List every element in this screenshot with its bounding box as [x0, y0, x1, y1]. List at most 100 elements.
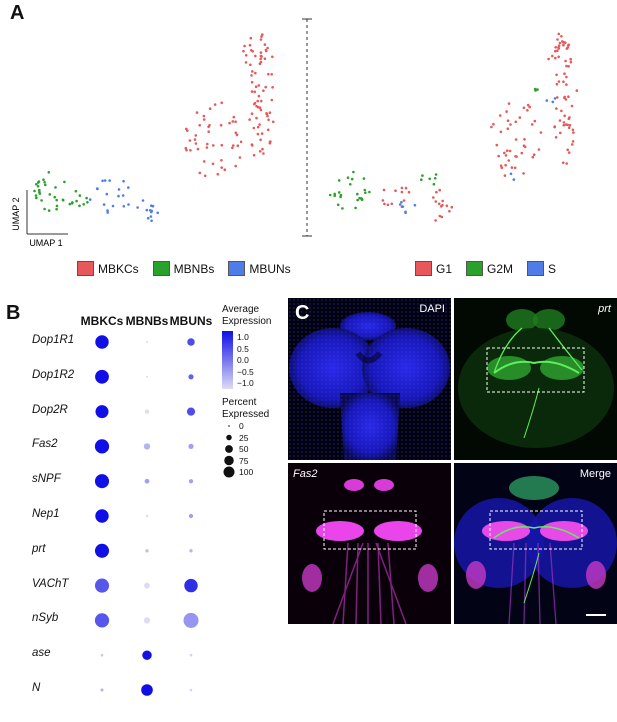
dotplot-dot: [144, 582, 150, 589]
umap-point: [108, 179, 111, 182]
umap-point: [194, 142, 198, 145]
umap-point: [557, 55, 560, 59]
percent-legend-dot: [226, 434, 232, 441]
percent-legend-dot: [224, 455, 234, 466]
umap-point: [356, 198, 359, 202]
umap-point: [184, 146, 188, 150]
umap-point: [341, 207, 344, 210]
umap-point: [253, 90, 257, 94]
legend-item-mbkcs: MBKCs: [77, 261, 139, 276]
dotplot-dot: [94, 439, 110, 454]
umap-point: [560, 35, 563, 38]
umap-point: [356, 192, 359, 196]
umap-point: [106, 211, 109, 214]
umap-point: [498, 114, 502, 117]
umap-point: [196, 147, 200, 151]
umap-point: [556, 38, 559, 41]
dotplot-dot: [145, 340, 149, 344]
umap-point: [259, 38, 263, 41]
dotplot-dot: [189, 549, 193, 553]
dotplot-dot: [145, 549, 149, 553]
percent-ticks: 0 25 50 75 100: [239, 421, 254, 477]
umap-point: [232, 144, 235, 147]
umap-point: [102, 203, 106, 206]
umap-point: [262, 152, 265, 155]
umap-point: [68, 202, 72, 206]
umap-point: [150, 219, 153, 223]
umap-point: [566, 148, 569, 152]
umap-point: [156, 211, 159, 215]
umap-point: [557, 32, 561, 36]
umap-point: [520, 151, 524, 155]
umap-point: [507, 159, 511, 162]
umap-point: [256, 99, 260, 103]
umap-point: [382, 188, 386, 192]
umap-point: [569, 60, 573, 64]
umap-point: [61, 198, 65, 202]
umap-point: [558, 119, 562, 122]
expression-colorbar: [222, 331, 233, 389]
umap-point: [569, 57, 572, 61]
umap-point: [450, 205, 454, 209]
swatch-g1: [415, 261, 432, 276]
umap-point: [213, 103, 217, 106]
umap-point: [266, 46, 269, 50]
umap-point: [360, 197, 364, 201]
swatch-g2m: [466, 261, 484, 276]
umap-point: [86, 201, 89, 204]
umap-point: [445, 204, 449, 208]
dotplot-dot: [144, 409, 150, 414]
umap-point: [208, 107, 212, 110]
umap-point: [562, 40, 565, 44]
umap-point: [352, 170, 355, 174]
umap-point: [571, 128, 575, 132]
microscopy-grid: DAPI prt Fas2: [288, 298, 617, 624]
panel-label-b: B: [6, 302, 21, 324]
umap-point: [400, 186, 404, 190]
umap-point: [400, 200, 403, 204]
umap-point: [258, 123, 261, 126]
umap-point: [537, 148, 541, 151]
umap-point: [504, 154, 508, 157]
umap-point: [234, 120, 237, 123]
image-dapi: DAPI: [288, 298, 451, 460]
umap-point: [252, 126, 256, 130]
umap-point: [220, 101, 223, 105]
umap-point: [136, 206, 139, 209]
umap-point: [211, 162, 215, 166]
umap-point: [514, 120, 518, 124]
umap-point: [257, 94, 261, 98]
umap-point: [346, 176, 350, 179]
umap-point: [231, 146, 234, 150]
umap-point: [350, 177, 354, 181]
dotplot-dot: [189, 688, 193, 692]
umap-point: [267, 72, 270, 76]
umap-point: [554, 56, 557, 60]
umap-point: [37, 180, 41, 183]
umap-point: [522, 144, 526, 147]
umap-point: [234, 164, 237, 168]
umap-point: [250, 49, 253, 52]
umap-point: [509, 123, 512, 126]
umap-point: [562, 80, 565, 83]
umap-point: [42, 178, 45, 181]
umap-point: [268, 111, 272, 114]
umap-point: [400, 190, 404, 194]
umap-point: [44, 183, 47, 187]
umap-point: [401, 205, 405, 208]
umap-point: [440, 215, 444, 219]
umap-point: [251, 70, 254, 73]
umap-point: [252, 153, 256, 157]
umap-point: [85, 196, 88, 200]
umap-point: [514, 138, 518, 141]
umap-point: [236, 144, 240, 147]
umap-point: [43, 181, 46, 184]
legend-percent-title: Percent Expressed: [222, 397, 270, 420]
umap-point: [492, 122, 495, 126]
umap-point: [193, 138, 197, 141]
image-label-merge: Merge: [579, 468, 611, 480]
umap-axis-y-label: UMAP 2: [11, 197, 21, 230]
umap-point: [432, 182, 436, 186]
umap-point: [257, 84, 261, 87]
umap-point: [407, 190, 411, 194]
